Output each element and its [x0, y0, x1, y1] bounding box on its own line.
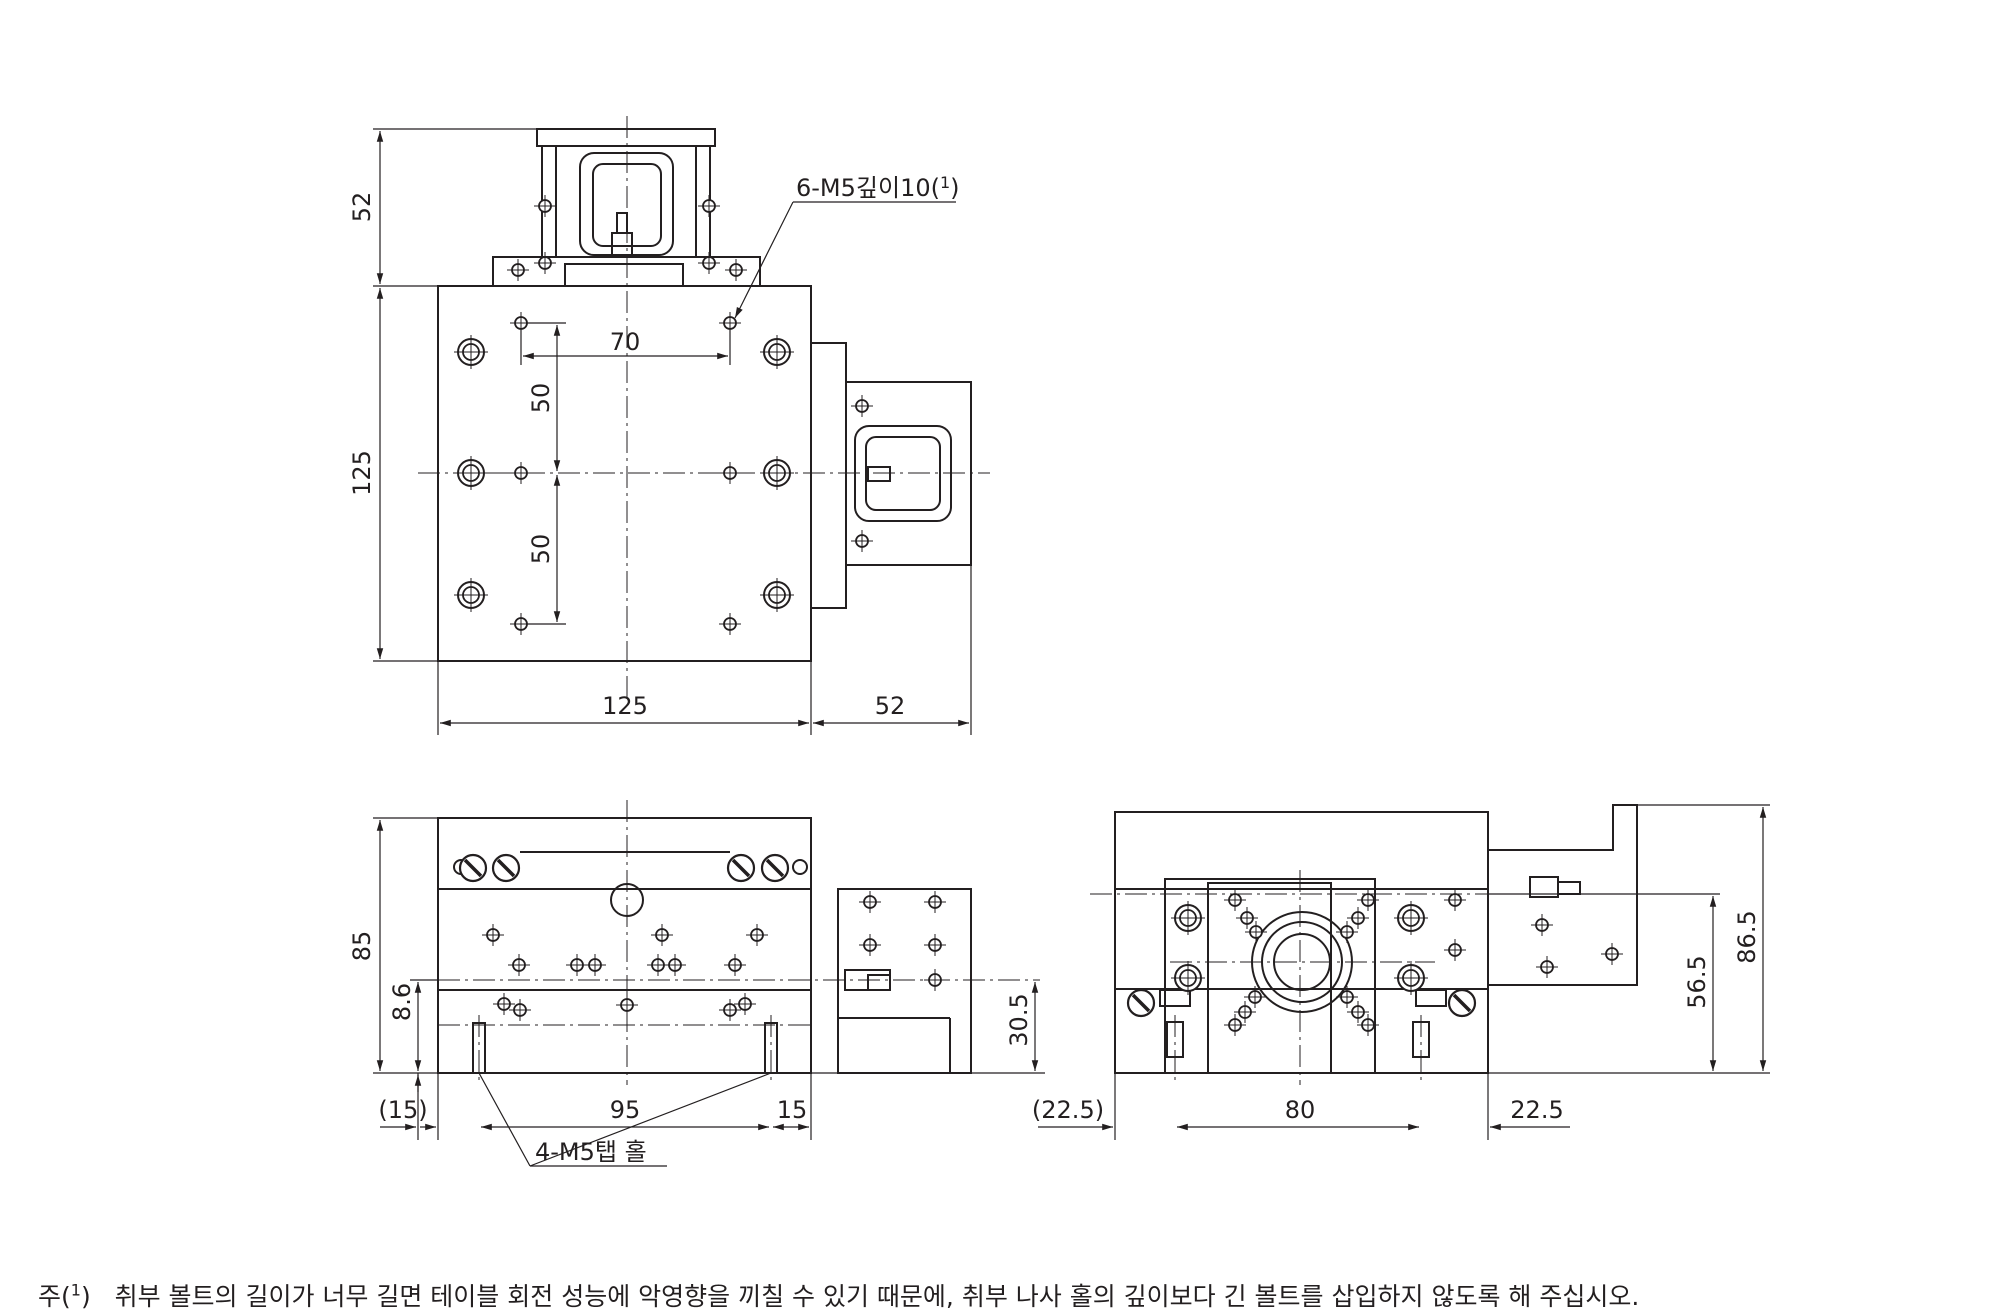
callout-tap-holes: 4-M5탭 홀: [535, 1138, 647, 1166]
dim-top-50-lower: 50: [527, 534, 555, 565]
dim-front-85: 85: [348, 931, 376, 962]
dim-top-50-upper: 50: [527, 383, 555, 414]
front-view: [437, 817, 972, 1074]
top-view-knob-bracket: [810, 342, 972, 609]
footnote: 주(1) 취부 볼트의 길이가 너무 길면 테이블 회전 성능에 악영향을 끼칠…: [38, 1280, 1640, 1311]
dim-front-30-5: 30.5: [1005, 993, 1033, 1046]
footnote-text: 취부 볼트의 길이가 너무 길면 테이블 회전 성능에 악영향을 끼칠 수 있기…: [114, 1282, 1640, 1311]
dim-side-22-5: 22.5: [1510, 1096, 1563, 1124]
top-view: [437, 128, 972, 662]
dim-front-95: 95: [610, 1096, 641, 1124]
dim-top-125-vertical: 125: [348, 450, 376, 496]
dim-side-80: 80: [1285, 1096, 1316, 1124]
side-view: [1114, 804, 1638, 1074]
dim-front-15: 15: [777, 1096, 808, 1124]
callout-mount-holes: 6-M5깊이10(1): [796, 173, 960, 202]
dim-side-86-5: 86.5: [1733, 910, 1761, 963]
dim-side-22-5-paren: (22.5): [1032, 1096, 1104, 1124]
dim-front-15-paren: (15): [378, 1096, 427, 1124]
dim-front-8-6: 8.6: [388, 983, 416, 1021]
dim-top-52-vertical: 52: [348, 192, 376, 223]
dim-top-125-horizontal: 125: [602, 692, 648, 720]
dim-top-52-horizontal: 52: [875, 692, 906, 720]
dim-side-56-5: 56.5: [1683, 955, 1711, 1008]
dim-top-70: 70: [610, 328, 641, 356]
